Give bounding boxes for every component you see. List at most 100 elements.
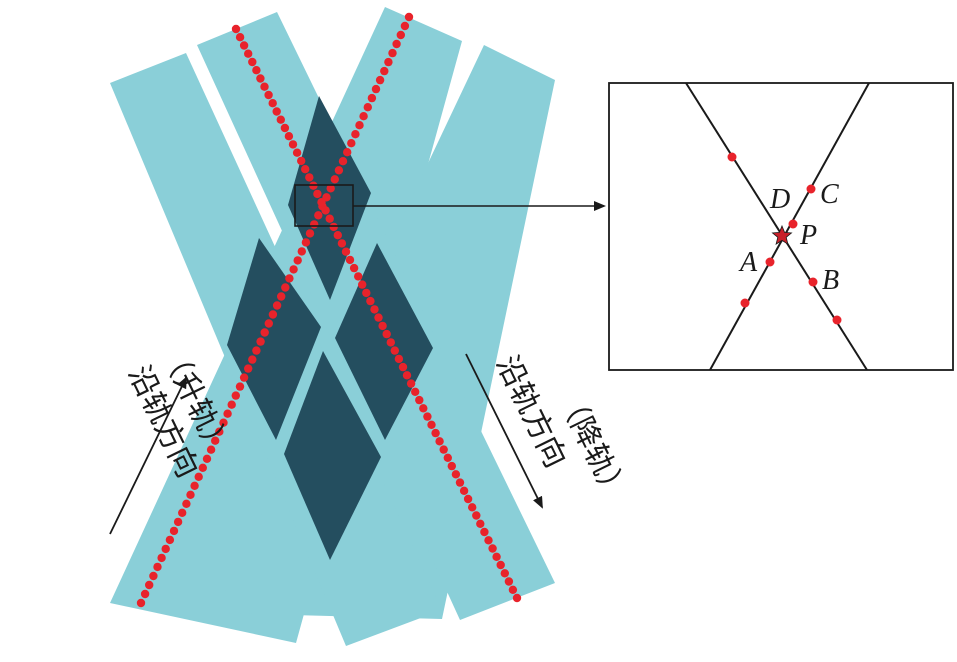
descending-track-point bbox=[472, 511, 481, 520]
ascending-track-point bbox=[178, 508, 187, 517]
descending-track-point bbox=[280, 123, 290, 133]
ascending-track-point bbox=[231, 391, 240, 400]
ascending-track-point bbox=[351, 130, 360, 139]
ascending-track-point bbox=[215, 427, 224, 436]
descending-track-point bbox=[512, 593, 522, 603]
ascending-track-point bbox=[281, 283, 290, 292]
descending-track-point bbox=[313, 189, 322, 199]
ascending-track-point bbox=[326, 184, 335, 193]
descending-track-point bbox=[333, 231, 342, 240]
ascending-track-point bbox=[330, 175, 339, 184]
ascending-track-point bbox=[392, 39, 401, 49]
ascending-track-point bbox=[235, 382, 245, 391]
ascending-track-point bbox=[153, 562, 162, 572]
descending-track-point bbox=[231, 24, 241, 34]
ascending-track-point bbox=[198, 463, 207, 472]
descending-track-point bbox=[390, 346, 399, 355]
ascending-track-point bbox=[186, 490, 195, 499]
inset-frame bbox=[608, 82, 954, 371]
descending-track-point bbox=[476, 519, 485, 528]
descending-track-point bbox=[419, 404, 428, 413]
ascending-track-point bbox=[347, 139, 356, 148]
ascending-track-point bbox=[272, 301, 282, 310]
ascending-track-point bbox=[305, 229, 315, 238]
ascending-ground-track bbox=[136, 12, 414, 608]
ascending-track-point bbox=[223, 409, 232, 418]
descending-track-point bbox=[504, 577, 514, 586]
ascending-track-point bbox=[252, 346, 261, 355]
descending-track-point bbox=[256, 74, 265, 83]
ascending-track-point bbox=[227, 400, 236, 409]
descending-track-point bbox=[406, 379, 416, 388]
descending-track-point bbox=[382, 329, 391, 339]
descending-track-point bbox=[374, 313, 383, 322]
descending-track-point bbox=[496, 560, 505, 570]
overlap-region-right bbox=[335, 243, 433, 440]
ascending-track-point bbox=[371, 84, 381, 94]
inset-point-c bbox=[806, 184, 816, 194]
ascending-track-point bbox=[375, 75, 385, 85]
inset-point-a bbox=[765, 257, 775, 267]
descending-track-point bbox=[439, 445, 448, 454]
overlap-region-left bbox=[227, 238, 321, 440]
descending-track-point bbox=[362, 288, 371, 298]
descending-track-point bbox=[366, 296, 375, 306]
descending-ground-track bbox=[231, 24, 522, 603]
descending-track-point bbox=[268, 99, 277, 108]
inset-panel: D C P A B bbox=[608, 82, 954, 371]
descending-track-point bbox=[435, 437, 444, 446]
descending-track-point bbox=[443, 453, 452, 462]
descending-track-point bbox=[337, 239, 347, 248]
descending-track-point bbox=[463, 494, 473, 504]
descending-track-point bbox=[276, 115, 285, 124]
ascending-track-point bbox=[190, 481, 199, 490]
ascending-track-point bbox=[404, 12, 414, 22]
descending-direction-arrow bbox=[465, 353, 543, 509]
descending-track-point bbox=[325, 214, 334, 223]
descending-track-point bbox=[260, 82, 269, 91]
descending-track-point bbox=[297, 156, 306, 166]
descending-track-point bbox=[431, 428, 440, 438]
ascending-track-point bbox=[149, 571, 158, 581]
descending-track-point bbox=[235, 33, 245, 42]
inset-point-lower-left bbox=[740, 298, 750, 308]
ascending-track-point bbox=[194, 472, 203, 481]
descending-track-point bbox=[248, 57, 257, 67]
inset-label-d: D bbox=[769, 184, 790, 215]
descending-track-point bbox=[480, 527, 489, 537]
intersection-star-icon bbox=[771, 224, 793, 245]
descending-track-point bbox=[244, 49, 253, 58]
inset-label-c: C bbox=[820, 179, 839, 210]
descending-track-point bbox=[378, 321, 387, 331]
ascending-track-point bbox=[244, 364, 253, 373]
inset-label-a: A bbox=[738, 247, 758, 278]
ascending-track-point bbox=[343, 148, 352, 157]
inset-point-d bbox=[788, 219, 798, 229]
descending-track-point bbox=[508, 585, 518, 594]
inset-point-lower-right bbox=[832, 315, 842, 325]
descending-track-point bbox=[358, 280, 367, 289]
ascending-track-point bbox=[314, 211, 323, 220]
ascending-track-point bbox=[289, 265, 298, 274]
descending-track-point bbox=[455, 478, 465, 487]
ascending-track-point bbox=[248, 355, 257, 364]
descending-track-point bbox=[370, 305, 379, 314]
ascending-track-point bbox=[388, 48, 397, 58]
descending-track-point bbox=[349, 263, 359, 273]
descending-track-point bbox=[284, 132, 294, 141]
ascending-track-point bbox=[145, 580, 154, 590]
ascending-track-point bbox=[173, 517, 183, 527]
descending-track-point bbox=[354, 272, 363, 281]
ascending-track-point bbox=[293, 256, 302, 265]
ascending-track-point bbox=[161, 544, 170, 554]
ascending-track-point bbox=[400, 21, 410, 31]
descending-track-point bbox=[411, 387, 420, 396]
descending-track-point bbox=[317, 198, 326, 207]
descending-track-point bbox=[423, 412, 432, 421]
ascending-track-point bbox=[285, 274, 294, 283]
descending-track-point bbox=[264, 90, 273, 100]
descending-track-point bbox=[252, 66, 261, 75]
inset-label-p: P bbox=[799, 220, 817, 251]
descending-track-point bbox=[272, 107, 281, 116]
inset-point-b bbox=[808, 277, 818, 287]
